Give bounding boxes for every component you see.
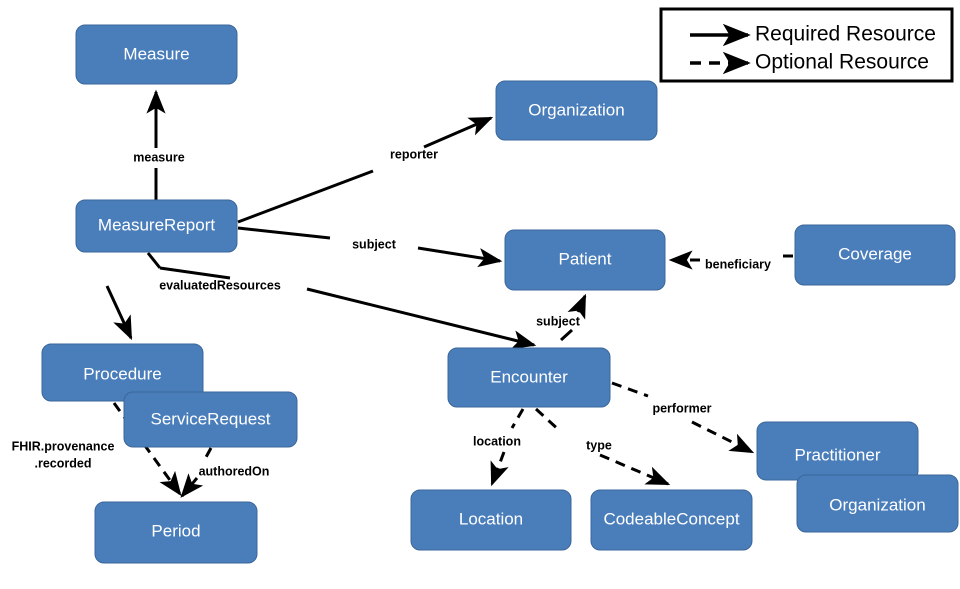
- edge-type-upper-segment: [534, 407, 563, 434]
- edge-reporter-upper-segment: [423, 116, 494, 149]
- edge-label-authored-on: authoredOn: [199, 464, 270, 478]
- edge-location-lower-segment: [490, 451, 509, 487]
- node-coverage-box[interactable]: [794, 224, 956, 286]
- edge-measure: measure: [133, 89, 185, 200]
- node-codeableconcept[interactable]: CodeableConcept: [590, 489, 753, 551]
- legend-optional-label: Optional Resource: [755, 51, 929, 74]
- edge-location: location: [473, 408, 525, 487]
- node-codeableconcept-label: CodeableConcept: [603, 509, 739, 528]
- node-encounter-label: Encounter: [490, 367, 568, 386]
- legend-border: [659, 7, 954, 83]
- node-location-label: Location: [459, 509, 523, 528]
- node-procedure-label: Procedure: [83, 364, 161, 383]
- node-measurereport-label: MeasureReport: [98, 215, 215, 234]
- edge-reporter: reporter: [237, 116, 494, 224]
- edge-performer-upper-segment: [611, 381, 649, 398]
- edge-evaluated-resources-stub: [146, 252, 162, 269]
- edge-type-lower-segment: [599, 453, 671, 486]
- edge-label-provenance-line2: .recorded: [35, 456, 92, 470]
- legend: Required Resource Optional Resource: [659, 7, 954, 83]
- edge-performer-lower-segment: [691, 420, 755, 454]
- node-organization-bottom-box[interactable]: [796, 474, 959, 533]
- node-location-box[interactable]: [410, 489, 572, 551]
- node-location[interactable]: Location: [410, 489, 572, 551]
- edge-authored-on: authoredOn: [180, 447, 270, 498]
- edge-subject-encounter-upper-segment: [567, 293, 587, 320]
- edge-location-upper-segment: [510, 408, 525, 429]
- node-patient[interactable]: Patient: [504, 229, 666, 291]
- edge-subject-encounter-lower-segment: [559, 328, 574, 342]
- node-measurereport-box[interactable]: [75, 199, 238, 253]
- edge-subject-patient: subject: [237, 226, 503, 268]
- edge-label-measure: measure: [133, 150, 184, 164]
- node-measure-label: Measure: [123, 44, 189, 63]
- node-organization-bottom-label: Organization: [829, 495, 925, 514]
- node-organization-top-box[interactable]: [495, 80, 658, 141]
- node-organization-top[interactable]: Organization: [495, 80, 658, 141]
- edge-label-subject-patient: subject: [352, 237, 397, 251]
- node-practitioner-label: Practitioner: [795, 445, 881, 464]
- edge-label-beneficiary: beneficiary: [705, 257, 771, 271]
- node-servicerequest-box[interactable]: [123, 391, 298, 448]
- node-coverage[interactable]: Coverage: [794, 224, 956, 286]
- edge-label-location: location: [473, 434, 521, 448]
- edge-authored-on-lower-segment: [180, 473, 204, 498]
- edge-evaluated-resources: evaluatedResources: [105, 252, 281, 341]
- edge-beneficiary: beneficiary: [668, 250, 793, 271]
- node-organization-top-label: Organization: [528, 100, 624, 119]
- node-practitioner[interactable]: Practitioner: [756, 421, 919, 481]
- edge-label-type: type: [586, 438, 612, 452]
- edge-type: type: [534, 407, 671, 486]
- edge-subject-patient-left-segment: [237, 226, 331, 240]
- edge-measurereport-encounter-line: [306, 287, 537, 350]
- edge-label-performer: performer: [652, 401, 711, 415]
- edge-reporter-lower-segment: [237, 169, 374, 224]
- node-period[interactable]: Period: [94, 501, 258, 564]
- node-servicerequest[interactable]: ServiceRequest: [123, 391, 298, 448]
- node-servicerequest-label: ServiceRequest: [150, 409, 270, 428]
- edge-evaluated-resources-down-segment: [105, 285, 133, 341]
- edge-authored-on-upper-segment: [203, 447, 213, 460]
- edge-evaluated-resources-kink: [159, 266, 231, 280]
- node-organization-bottom[interactable]: Organization: [796, 474, 959, 533]
- edge-label-subject-encounter: subject: [536, 314, 581, 328]
- node-codeableconcept-box[interactable]: [590, 489, 753, 551]
- edge-performer: performer: [611, 381, 755, 454]
- edge-measurereport-encounter: [306, 287, 537, 350]
- edge-label-provenance-line1: FHIR.provenance: [12, 439, 115, 453]
- legend-required-label: Required Resource: [755, 23, 936, 46]
- edge-subject-patient-right-segment: [417, 246, 503, 268]
- node-period-box[interactable]: [94, 501, 258, 564]
- edge-label-evaluated-resources: evaluatedResources: [159, 278, 281, 292]
- legend-item-optional: Optional Resource: [690, 51, 929, 75]
- edge-subject-encounter: subject: [536, 293, 587, 342]
- node-procedure[interactable]: Procedure: [41, 343, 204, 402]
- node-measurereport[interactable]: MeasureReport: [75, 199, 238, 253]
- node-patient-label: Patient: [559, 249, 612, 268]
- node-measure-box[interactable]: [75, 24, 238, 85]
- node-measure[interactable]: Measure: [75, 24, 238, 85]
- node-encounter[interactable]: Encounter: [447, 347, 611, 408]
- node-coverage-label: Coverage: [838, 244, 912, 263]
- legend-item-required: Required Resource: [690, 23, 936, 47]
- node-period-label: Period: [151, 521, 200, 540]
- node-encounter-box[interactable]: [447, 347, 611, 408]
- edge-label-reporter: reporter: [390, 147, 438, 161]
- node-patient-box[interactable]: [504, 229, 666, 291]
- node-procedure-box[interactable]: [41, 343, 204, 402]
